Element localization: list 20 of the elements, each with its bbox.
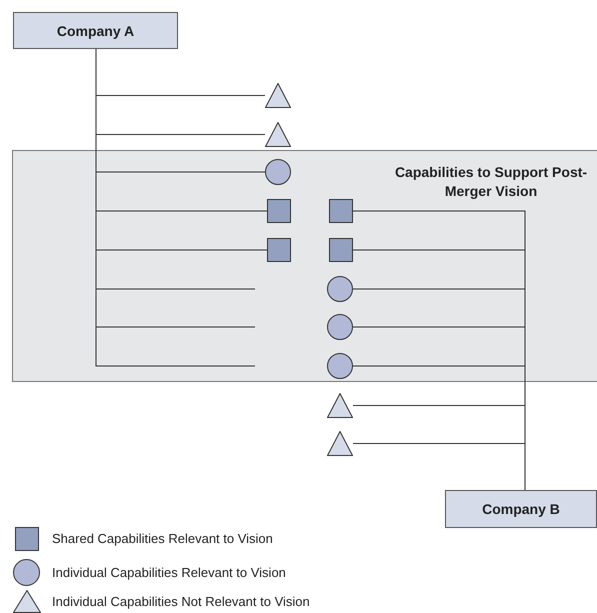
square-symbol — [329, 199, 353, 223]
triangle-symbol — [327, 431, 353, 456]
connector-line — [352, 443, 526, 490]
legend-text: Individual Capabilities Not Relevant to Vision — [52, 594, 310, 608]
circle-symbol — [327, 353, 353, 379]
company-box: Company A — [13, 12, 178, 49]
circle-symbol — [327, 276, 353, 302]
circle-symbol — [265, 159, 291, 185]
square-symbol — [329, 238, 353, 262]
square-symbol — [267, 199, 291, 223]
square-symbol — [267, 238, 291, 262]
band-title: Capabilities to Support Post-Merger Vision — [394, 163, 588, 201]
triangle-symbol — [265, 122, 291, 147]
band-panel — [12, 150, 597, 382]
company-box: Company B — [445, 490, 597, 528]
triangle-symbol — [265, 83, 291, 108]
legend-text: Individual Capabilities Relevant to Vision — [52, 564, 286, 580]
triangle-symbol — [327, 393, 353, 418]
circle-symbol — [327, 314, 353, 340]
legend-text: Shared Capabilities Relevant to Vision — [52, 531, 273, 546]
